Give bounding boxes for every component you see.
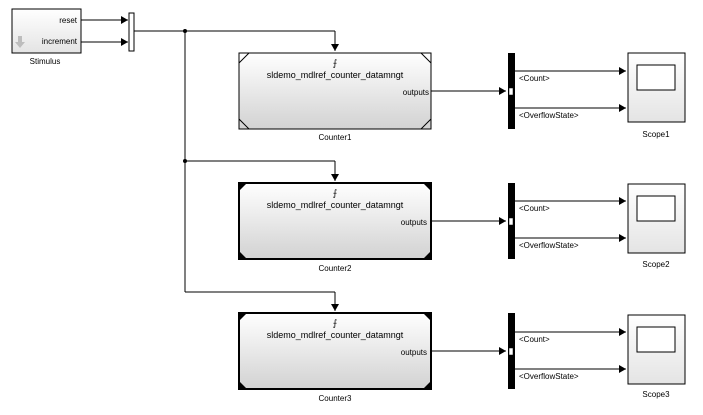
counter2-model-name: sldemo_mdlref_counter_datamngt bbox=[267, 200, 404, 210]
scope2-block[interactable] bbox=[627, 183, 686, 254]
bus-signal-count-1: <Count> bbox=[519, 74, 550, 83]
counter1-block[interactable] bbox=[238, 52, 432, 130]
bus-signal-overflow-2: <OverflowState> bbox=[519, 241, 579, 250]
counter2-block[interactable] bbox=[238, 182, 432, 260]
bus-signal-overflow-1: <OverflowState> bbox=[519, 111, 579, 120]
counter3-output-port: outputs bbox=[401, 348, 427, 357]
scope-screen-icon bbox=[636, 64, 676, 91]
stimulus-block[interactable]: reset increment bbox=[11, 8, 82, 54]
trigger-icon: ⨍ bbox=[333, 318, 338, 328]
stimulus-port-increment: increment bbox=[42, 37, 78, 46]
trigger-icon: ⨍ bbox=[333, 58, 338, 68]
stimulus-label: Stimulus bbox=[30, 57, 61, 66]
trigger-icon: ⨍ bbox=[333, 188, 338, 198]
scope1-label: Scope1 bbox=[642, 130, 670, 139]
mux-block[interactable] bbox=[128, 12, 135, 52]
bus-selector-2[interactable] bbox=[508, 183, 515, 259]
counter2-output-port: outputs bbox=[401, 218, 427, 227]
bus-selector-3[interactable] bbox=[508, 313, 515, 389]
counter3-block[interactable] bbox=[238, 312, 432, 390]
scope3-label: Scope3 bbox=[642, 390, 670, 399]
scope-screen-icon bbox=[636, 195, 676, 222]
bus-selector-1[interactable] bbox=[508, 53, 515, 129]
counter2-label: Counter2 bbox=[319, 264, 352, 273]
bus-output-lines bbox=[515, 67, 626, 373]
bus-signal-count-2: <Count> bbox=[519, 204, 550, 213]
scope1-block[interactable] bbox=[627, 52, 686, 123]
stimulus-port-reset: reset bbox=[59, 16, 78, 25]
trigger-signal-lines bbox=[134, 29, 339, 311]
scope-screen-icon bbox=[636, 326, 676, 353]
counter3-model-name: sldemo_mdlref_counter_datamngt bbox=[267, 330, 404, 340]
scope3-block[interactable] bbox=[627, 314, 686, 385]
counter1-label: Counter1 bbox=[319, 133, 352, 142]
down-arrow-icon bbox=[15, 36, 25, 48]
bus-signal-count-3: <Count> bbox=[519, 335, 550, 344]
scope2-label: Scope2 bbox=[642, 260, 670, 269]
bus-signal-overflow-3: <OverflowState> bbox=[519, 372, 579, 381]
counter3-label: Counter3 bbox=[319, 394, 352, 403]
counter1-output-port: outputs bbox=[403, 88, 429, 97]
counter1-model-name: sldemo_mdlref_counter_datamngt bbox=[267, 70, 404, 80]
